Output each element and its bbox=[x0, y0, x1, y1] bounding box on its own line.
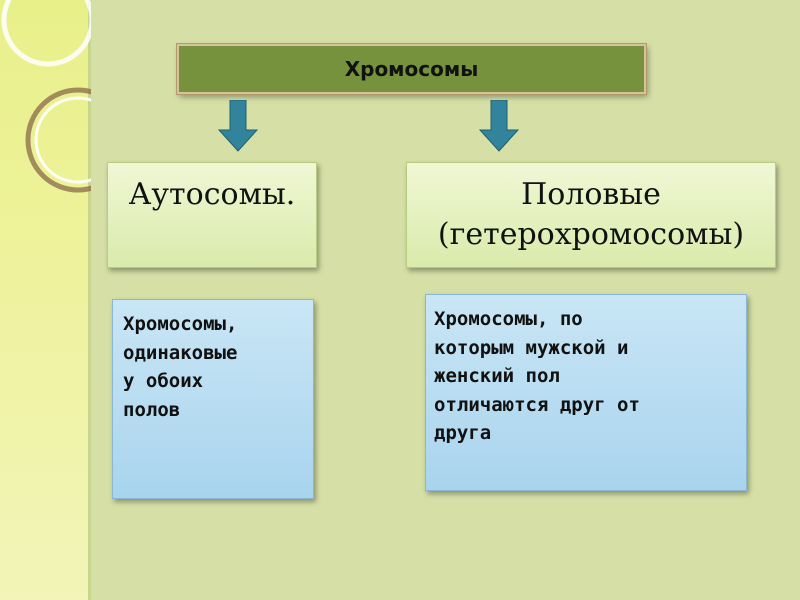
sex-chromosomes-box: Половые (гетерохромосомы) bbox=[406, 162, 776, 268]
autosomes-description: Хромосомы, одинаковые у обоих полов bbox=[113, 300, 313, 424]
sex-chromosomes-description-box: Хромосомы, по которым мужской и женский … bbox=[425, 294, 747, 491]
diagram-title: Хромосомы bbox=[345, 57, 479, 81]
autosomes-heading: Аутосомы. bbox=[108, 163, 316, 215]
left-down-arrow-icon bbox=[218, 100, 258, 152]
sex-chromosomes-heading: Половые (гетерохромосомы) bbox=[407, 163, 775, 255]
right-down-arrow-icon bbox=[479, 100, 519, 152]
title-box: Хромосомы bbox=[177, 44, 646, 94]
autosomes-box: Аутосомы. bbox=[107, 162, 317, 268]
autosomes-description-box: Хромосомы, одинаковые у обоих полов bbox=[112, 299, 314, 499]
sex-chromosomes-description: Хромосомы, по которым мужской и женский … bbox=[426, 295, 746, 448]
